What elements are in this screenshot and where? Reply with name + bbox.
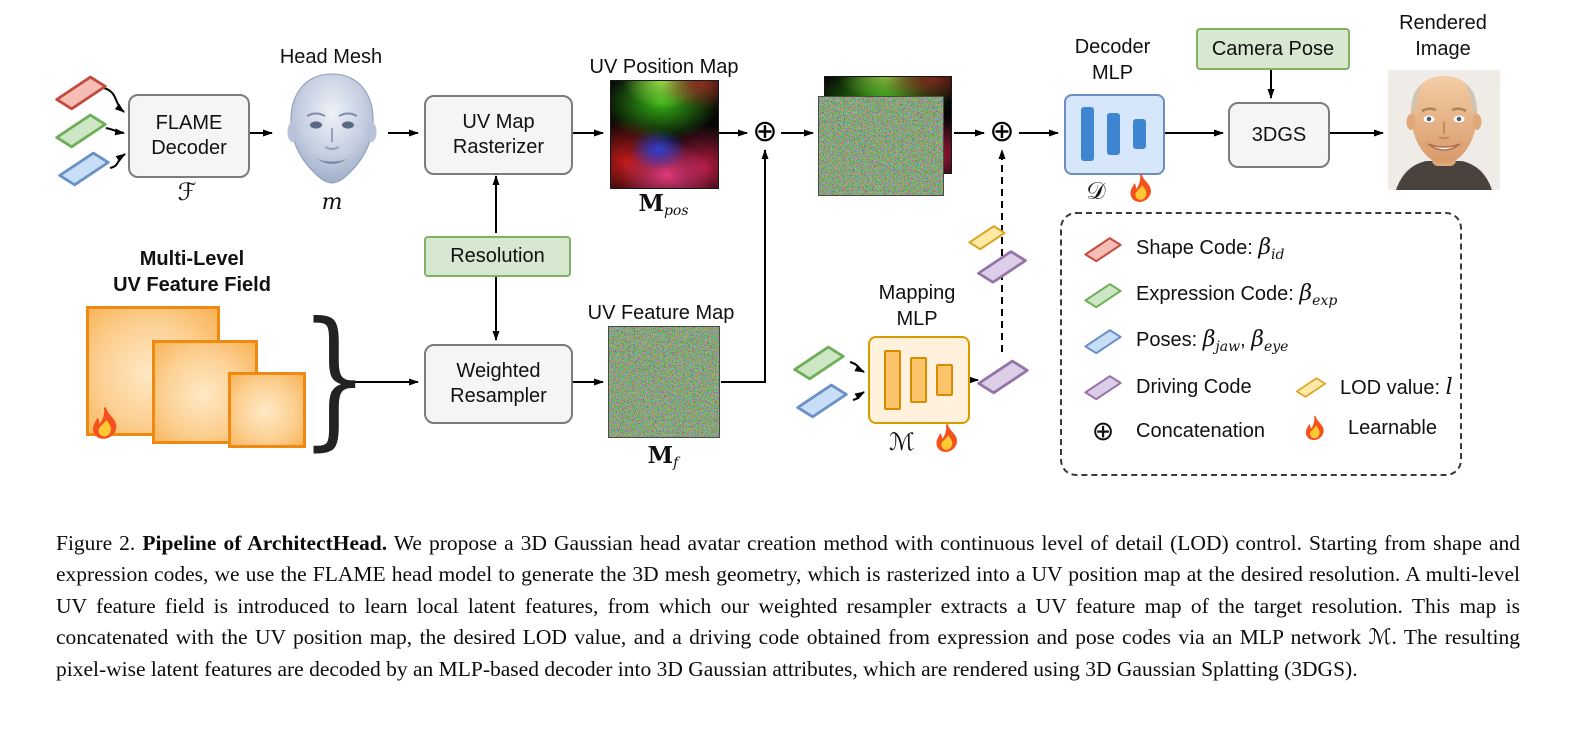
- multi-level-field-label: Multi-Level UV Feature Field: [113, 248, 271, 296]
- flame-decoder-box: FLAME Decoder: [128, 94, 250, 178]
- flame-decoder-label-2: Decoder: [151, 137, 227, 159]
- concatenation-icon: ⊕: [1091, 416, 1115, 447]
- pose-code-icon: [1084, 329, 1122, 355]
- uv-position-map-image: [610, 80, 719, 189]
- rendered-image-label: Rendered Image: [1399, 12, 1487, 60]
- connector-arrows: [103, 67, 1384, 401]
- resolution-box: Resolution: [424, 236, 571, 277]
- figure-caption-title: Pipeline of ArchitectHead.: [142, 530, 388, 555]
- uv-position-map-label: UV Position Map: [589, 56, 739, 78]
- driving-code-icon: [1084, 375, 1122, 401]
- flame-decoder-symbol: ℱ: [177, 178, 197, 206]
- decoder-mlp-bar: [1081, 107, 1094, 161]
- uv-feature-map-symbol: Mf: [647, 442, 679, 472]
- pipeline-diagram: FLAME Decoder ℱ Head Mesh m UV Map Raste…: [55, 12, 1500, 476]
- legend-panel: Shape Code: βid Expression Code: βexp Po…: [1060, 212, 1462, 476]
- decoder-mlp-bar: [1107, 113, 1120, 155]
- pose-code-chip: [58, 151, 110, 187]
- uv-position-map-symbol: Mpos: [638, 190, 689, 220]
- rasterizer-label-2: Rasterizer: [452, 136, 545, 158]
- weighted-resampler-box: Weighted Resampler: [424, 344, 573, 424]
- concatenated-maps-image: [818, 76, 952, 196]
- expression-code-chip: [55, 113, 107, 149]
- shape-code-chip: [55, 75, 107, 111]
- mapping-mlp-bar: [910, 357, 927, 403]
- decoder-mlp-box: [1064, 94, 1165, 175]
- driving-code-chip-upper: [977, 250, 1027, 284]
- decoder-mlp-symbol: 𝒟: [1086, 177, 1106, 205]
- figure-caption: Figure 2. Pipeline of ArchitectHead. We …: [56, 528, 1520, 686]
- lod-value-icon: [1295, 377, 1327, 398]
- decoder-mlp-bar: [1133, 119, 1146, 149]
- mapping-mlp-box: [868, 336, 970, 424]
- legend-item-driving-code: Driving Code: [1082, 372, 1252, 402]
- field-learnable-flame-icon: [93, 406, 117, 439]
- concatenation-operator-2: ⊕: [989, 114, 1015, 149]
- lod-value-chip: [968, 225, 1006, 251]
- mapping-mlp-bar: [936, 364, 953, 396]
- figure-caption-label: Figure 2.: [56, 530, 136, 555]
- legend-item-concatenation: ⊕ Concatenation: [1082, 418, 1265, 445]
- feature-field-level-3: [228, 372, 306, 448]
- legend-item-shape-code: Shape Code: βid: [1082, 234, 1285, 264]
- expression-code-chip-mapping: [793, 345, 845, 381]
- camera-pose-box: Camera Pose: [1196, 28, 1350, 70]
- rasterizer-label-1: UV Map: [462, 111, 535, 133]
- driving-code-chip-output: [977, 359, 1029, 395]
- learnable-flame-icon: [1305, 415, 1324, 441]
- concat-front-feature-map: [818, 96, 944, 196]
- legend-item-expression-code: Expression Code: βexp: [1082, 280, 1337, 310]
- mapping-mlp-symbol: ℳ: [889, 428, 915, 456]
- field-brace: }: [300, 291, 369, 465]
- uv-feature-map-label: UV Feature Map: [587, 302, 735, 324]
- head-mesh-symbol: m: [321, 190, 343, 215]
- rendered-face-image: [1388, 70, 1500, 190]
- legend-item-learnable: Learnable: [1294, 414, 1437, 442]
- legend-item-poses: Poses: βjaw, βeye: [1082, 326, 1288, 356]
- mapping-mlp-bar: [884, 350, 901, 410]
- uv-map-rasterizer-box: UV Map Rasterizer: [424, 95, 573, 175]
- pose-code-chip-mapping: [796, 383, 848, 419]
- mapping-learnable-flame-icon: [936, 423, 957, 452]
- shape-code-icon: [1084, 237, 1122, 263]
- decoder-learnable-flame-icon: [1130, 173, 1151, 202]
- uv-feature-map-image: [608, 326, 720, 438]
- decoder-mlp-label: Decoder MLP: [1074, 36, 1151, 84]
- mapping-mlp-label: Mapping MLP: [878, 282, 956, 330]
- legend-item-lod-value: LOD value: l: [1294, 374, 1453, 400]
- head-mesh-image: [287, 73, 377, 184]
- head-mesh-label: Head Mesh: [279, 46, 383, 68]
- flame-decoder-label-1: FLAME: [155, 112, 223, 134]
- renderer-3dgs-box: 3DGS: [1228, 102, 1330, 168]
- expression-code-icon: [1084, 283, 1122, 309]
- concatenation-operator-1: ⊕: [752, 114, 778, 149]
- figure-caption-body: We propose a 3D Gaussian head avatar cre…: [56, 530, 1520, 681]
